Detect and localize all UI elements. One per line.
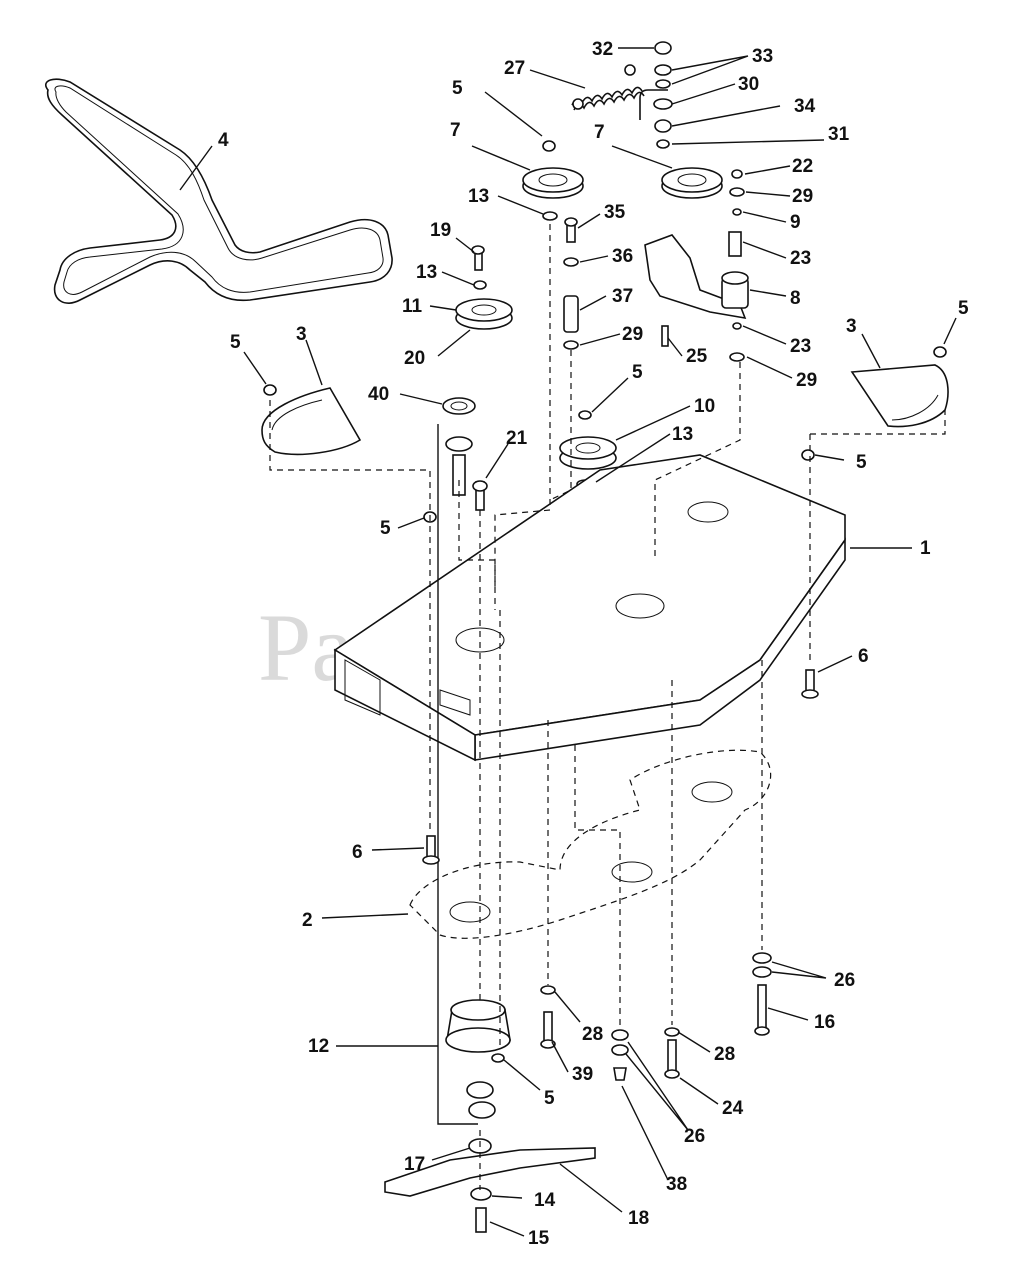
callout-5: 5	[958, 298, 969, 319]
callout-labels: 32 33 27 30 5 34 7 7 31 4 22 13 29 35 9 …	[218, 39, 969, 1249]
callout-28: 28	[582, 1024, 603, 1045]
callout-31: 31	[828, 124, 850, 145]
callout-36: 36	[612, 246, 633, 267]
callout-13: 13	[468, 186, 489, 207]
callout-leaders	[179, 47, 957, 1237]
part-spindle-pulley-10	[559, 410, 617, 489]
callout-16: 16	[814, 1012, 835, 1033]
callout-32: 32	[592, 39, 613, 60]
callout-15: 15	[528, 1228, 550, 1249]
callout-7: 7	[594, 122, 605, 143]
part-spindle-assembly	[437, 424, 511, 1154]
callout-29: 29	[622, 324, 643, 345]
callout-11: 11	[402, 296, 423, 317]
callout-24: 24	[722, 1098, 744, 1119]
callout-30: 30	[738, 74, 759, 95]
part-mower-deck	[333, 454, 846, 762]
callout-25: 25	[686, 346, 708, 367]
part-deck-bolts	[422, 449, 819, 1081]
callout-12: 12	[308, 1036, 329, 1057]
callout-22: 22	[792, 156, 813, 177]
callout-14: 14	[534, 1190, 556, 1211]
callout-1: 1	[920, 538, 931, 559]
part-spring	[571, 64, 645, 111]
callout-38: 38	[666, 1174, 687, 1195]
callout-28: 28	[714, 1044, 735, 1065]
callout-10: 10	[694, 396, 715, 417]
callout-27: 27	[504, 58, 525, 79]
callout-5: 5	[380, 518, 391, 539]
callout-18: 18	[628, 1208, 649, 1229]
callout-13: 13	[672, 424, 693, 445]
part-baffle	[409, 749, 772, 939]
callout-3: 3	[846, 316, 857, 337]
part-blade	[384, 1147, 596, 1233]
part-idler-pulley-left	[522, 140, 584, 221]
assembly-lines	[269, 224, 946, 1190]
callout-13: 13	[416, 262, 437, 283]
callout-4: 4	[218, 130, 229, 151]
callout-5: 5	[544, 1088, 555, 1109]
callout-23: 23	[790, 336, 811, 357]
callout-6: 6	[352, 842, 363, 863]
callout-29: 29	[792, 186, 813, 207]
callout-5: 5	[230, 332, 241, 353]
callout-7: 7	[450, 120, 461, 141]
callout-39: 39	[572, 1064, 593, 1085]
part-idler-bolt-stack	[563, 217, 579, 350]
part-idler-pulley-right	[661, 167, 723, 199]
callout-34: 34	[794, 96, 816, 117]
part-idler-hardware-stack	[639, 41, 673, 149]
callout-2: 2	[302, 910, 313, 931]
callout-20: 20	[404, 348, 425, 369]
callout-9: 9	[790, 212, 801, 233]
callout-26: 26	[834, 970, 855, 991]
callout-8: 8	[790, 288, 801, 309]
callout-6: 6	[858, 646, 869, 667]
callout-26: 26	[684, 1126, 705, 1147]
part-spindle-pulley-11	[442, 245, 513, 415]
callout-19: 19	[430, 220, 451, 241]
part-belt-cover-left	[261, 384, 362, 456]
part-belt-cover-right	[850, 346, 949, 428]
callout-40: 40	[368, 384, 389, 405]
part-belt	[45, 78, 393, 304]
callout-3: 3	[296, 324, 307, 345]
callout-17: 17	[404, 1154, 425, 1175]
callout-5: 5	[452, 78, 463, 99]
part-idler-arm	[644, 169, 749, 362]
callout-33: 33	[752, 46, 773, 67]
callout-37: 37	[612, 286, 633, 307]
callout-23: 23	[790, 248, 811, 269]
callout-21: 21	[506, 428, 528, 449]
callout-5: 5	[856, 452, 867, 473]
callout-29: 29	[796, 370, 817, 391]
callout-5: 5	[632, 362, 643, 383]
callout-35: 35	[604, 202, 626, 223]
